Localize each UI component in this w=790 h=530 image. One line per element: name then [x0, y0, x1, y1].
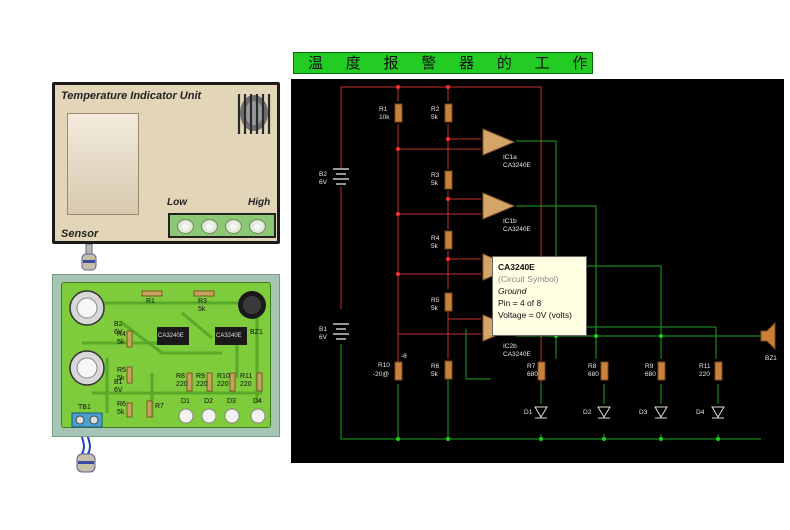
- sch-r11: R11: [699, 363, 711, 370]
- pcb-b1v: 6V: [114, 387, 123, 394]
- tooltip-voltage: Voltage = 0V (volts): [498, 310, 572, 320]
- pcb-r9v: 220: [196, 381, 208, 388]
- high-label: High: [248, 197, 271, 208]
- sensor-window: [67, 113, 139, 215]
- pcb-b2v: 6V: [114, 329, 123, 336]
- sch-r2: R2: [431, 106, 440, 113]
- pcb-r3v: 5k: [198, 306, 206, 313]
- sch-r1: R1: [379, 106, 388, 113]
- pcb-r1: R1: [146, 298, 155, 305]
- sensor-probe-top-icon: [81, 244, 97, 271]
- led-3[interactable]: [225, 219, 242, 234]
- sch-r10v: -20@: [373, 371, 389, 378]
- sch-ic2b-v: CA3240E: [503, 351, 531, 358]
- pcb-d1: D1: [181, 398, 190, 405]
- pcb-tb1: TB1: [78, 404, 91, 411]
- sch-r5: R5: [431, 297, 440, 304]
- pcb-r3: R3: [198, 298, 207, 305]
- component-tooltip: CA3240E (Circuit Symbol) Ground Pin = 4 …: [492, 256, 587, 336]
- sch-r8v: 680: [588, 371, 599, 378]
- pcb-r5: R5: [117, 367, 126, 374]
- sch-b2: B2: [319, 171, 327, 178]
- sch-r10t: -θ: [401, 353, 407, 360]
- pcb-r8v: 220: [176, 381, 188, 388]
- pcb-d2: D2: [204, 398, 213, 405]
- pcb-r10v: 220: [217, 381, 229, 388]
- sch-r7v: 680: [527, 371, 538, 378]
- sensor-label: Sensor: [61, 228, 99, 240]
- low-label: Low: [167, 197, 187, 208]
- pcb-d3: D3: [227, 398, 236, 405]
- pcb-r6: R6: [117, 401, 126, 408]
- led-indicator-bar: [168, 213, 276, 238]
- sch-r1v: 10k: [379, 114, 390, 121]
- sch-r4v: 5k: [431, 243, 438, 250]
- sch-d3: D3: [639, 409, 648, 416]
- sch-b2v: 6V: [319, 179, 327, 186]
- sch-r6: R6: [431, 363, 440, 370]
- sch-r3: R3: [431, 172, 440, 179]
- schematic-canvas[interactable]: R1 10k R2 5k R3 5k R4 5k R5 5k R6 5k B2 …: [291, 79, 784, 463]
- sch-b1v: 6V: [319, 334, 327, 341]
- circuit-board-panel: B2 6V B1 6V R1 R3 5k R4 5k R5 5k R6 5k C…: [52, 274, 280, 437]
- sch-r2v: 5k: [431, 114, 438, 121]
- sch-d2: D2: [583, 409, 592, 416]
- pcb-r10: R10: [217, 373, 230, 380]
- speaker-grille-icon: [235, 91, 273, 137]
- unit-title: Temperature Indicator Unit: [61, 90, 202, 102]
- pcb-r6v: 5k: [117, 409, 125, 416]
- pcb-r4: R4: [117, 331, 126, 338]
- sch-r11v: 220: [699, 371, 710, 378]
- pcb-bz1: BZ1: [250, 329, 263, 336]
- pcb-ic1: CA3240E: [158, 333, 184, 339]
- pcb-r9: R9: [196, 373, 205, 380]
- sch-r7: R7: [527, 363, 536, 370]
- temperature-indicator-unit: Temperature Indicator Unit Low High Sens…: [52, 82, 280, 244]
- sch-b1: B1: [319, 326, 327, 333]
- pcb-r11: R11: [240, 373, 253, 380]
- sch-ic1a-v: CA3240E: [503, 162, 531, 169]
- tooltip-kind: (Circuit Symbol): [498, 274, 559, 284]
- sch-r8: R8: [588, 363, 597, 370]
- led-4[interactable]: [249, 219, 266, 234]
- pcb-b1: B1: [114, 379, 123, 386]
- pcb-ic2: CA3240E: [216, 333, 242, 339]
- pcb-r8: R8: [176, 373, 185, 380]
- sch-d1: D1: [524, 409, 533, 416]
- sch-r5v: 5k: [431, 305, 438, 312]
- sch-bz1: BZ1: [765, 355, 777, 362]
- pcb-r7: R7: [155, 403, 164, 410]
- sch-ic1b-v: CA3240E: [503, 226, 531, 233]
- sch-ic1b: IC1b: [503, 218, 517, 225]
- tooltip-net: Ground: [498, 286, 527, 296]
- sch-r4: R4: [431, 235, 440, 242]
- pcb-board: B2 6V B1 6V R1 R3 5k R4 5k R5 5k R6 5k C…: [61, 282, 271, 428]
- sch-r9v: 680: [645, 371, 656, 378]
- tooltip-pin: Pin = 4 of 8: [498, 298, 542, 308]
- tooltip-part: CA3240E: [498, 262, 535, 272]
- sch-r3v: 5k: [431, 180, 438, 187]
- sch-ic2b: IC2b: [503, 343, 517, 350]
- sch-r9: R9: [645, 363, 654, 370]
- sch-ic1a: IC1a: [503, 154, 517, 161]
- pcb-r5v: 5k: [117, 375, 125, 382]
- pcb-d4: D4: [253, 398, 262, 405]
- page-title-banner: 温 度 报 警 器 的 工 作 原 理: [293, 52, 593, 74]
- led-2[interactable]: [201, 219, 218, 234]
- sch-r10: R10: [378, 362, 390, 369]
- sch-d4: D4: [696, 409, 705, 416]
- pcb-r11v: 220: [240, 381, 252, 388]
- pcb-traces: [69, 290, 266, 428]
- pcb-b2: B2: [114, 321, 123, 328]
- pcb-r4v: 5k: [117, 339, 125, 346]
- sch-r6v: 5k: [431, 371, 438, 378]
- led-1[interactable]: [177, 219, 194, 234]
